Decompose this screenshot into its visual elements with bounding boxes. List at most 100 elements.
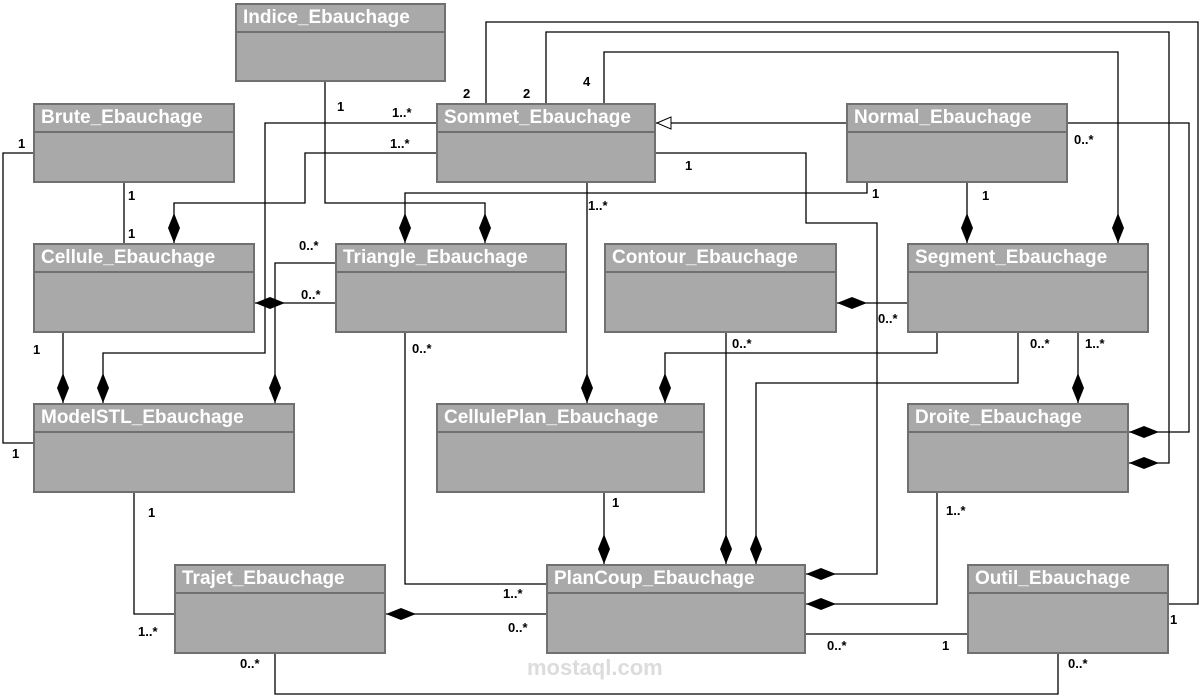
multiplicity-label: 1	[337, 99, 345, 114]
class-name: ModelSTL_Ebauchage	[35, 405, 293, 433]
multiplicity-label: 1	[1170, 612, 1178, 627]
composition-diamond-icon	[720, 534, 732, 564]
multiplicity-label: 1..*	[946, 503, 966, 518]
composition-diamond-icon	[1129, 426, 1159, 438]
multiplicity-label: 0..*	[732, 336, 752, 351]
class-triangle[interactable]: Triangle_Ebauchage	[335, 243, 567, 333]
multiplicity-label: 2	[523, 86, 531, 101]
association-line	[603, 51, 1119, 243]
multiplicity-label: 0..*	[1068, 656, 1088, 671]
class-segment[interactable]: Segment_Ebauchage	[907, 243, 1149, 333]
composition-diamond-icon	[97, 373, 109, 403]
association-line	[2, 152, 33, 444]
multiplicity-label: 1	[12, 446, 20, 461]
class-name: Normal_Ebauchage	[848, 105, 1066, 133]
association-line	[755, 333, 1019, 564]
class-name: Cellule_Ebauchage	[35, 245, 253, 273]
multiplicity-label: 1..*	[1085, 336, 1105, 351]
class-droite[interactable]: Droite_Ebauchage	[907, 403, 1129, 493]
multiplicity-label: 4	[583, 74, 591, 89]
composition-diamond-icon	[806, 568, 836, 580]
composition-diamond-icon	[961, 213, 973, 243]
multiplicity-label: 1	[33, 342, 41, 357]
composition-diamond-icon	[1129, 457, 1159, 469]
multiplicity-label: 1	[148, 505, 156, 520]
composition-diamond-icon	[479, 213, 491, 243]
multiplicity-label: 0..*	[1030, 336, 1050, 351]
multiplicity-label: 1	[128, 188, 136, 203]
class-plancoup[interactable]: PlanCoup_Ebauchage	[546, 564, 806, 654]
class-name: PlanCoup_Ebauchage	[548, 566, 804, 594]
association-line	[404, 333, 546, 585]
association-line	[656, 152, 878, 575]
class-normal[interactable]: Normal_Ebauchage	[846, 103, 1068, 183]
multiplicity-label: 1	[685, 158, 693, 173]
composition-diamond-icon	[57, 373, 69, 403]
multiplicity-label: 1..*	[392, 105, 412, 120]
generalization-arrow-icon	[655, 116, 672, 130]
multiplicity-label: 1	[872, 186, 880, 201]
multiplicity-label: 1..*	[503, 586, 523, 601]
composition-diamond-icon	[168, 213, 180, 243]
association-line	[485, 21, 1199, 605]
multiplicity-label: 0..*	[1074, 132, 1094, 147]
class-trajet[interactable]: Trajet_Ebauchage	[174, 564, 386, 654]
class-name: Contour_Ebauchage	[606, 245, 835, 273]
composition-diamond-icon	[581, 373, 593, 403]
composition-diamond-icon	[1112, 213, 1124, 243]
association-line	[806, 493, 938, 605]
class-name: Outil_Ebauchage	[969, 566, 1167, 594]
composition-diamond-icon	[1072, 373, 1084, 403]
watermark: mostaql.com	[527, 655, 663, 680]
class-name: Triangle_Ebauchage	[337, 245, 565, 273]
multiplicity-label: 1..*	[588, 198, 608, 213]
association-line	[404, 183, 868, 243]
class-name: Droite_Ebauchage	[909, 405, 1127, 433]
multiplicity-label: 1	[128, 226, 136, 241]
composition-diamond-icon	[837, 297, 867, 309]
class-cellule[interactable]: Cellule_Ebauchage	[33, 243, 255, 333]
association-line	[274, 262, 335, 403]
composition-diamond-icon	[750, 534, 762, 564]
composition-diamond-icon	[598, 534, 610, 564]
class-name: Trajet_Ebauchage	[176, 566, 384, 594]
class-modelstl[interactable]: ModelSTL_Ebauchage	[33, 403, 295, 493]
class-brute[interactable]: Brute_Ebauchage	[33, 103, 235, 183]
multiplicity-label: 1	[18, 136, 26, 151]
composition-diamond-icon	[806, 598, 836, 610]
composition-diamond-icon	[659, 373, 671, 403]
multiplicity-label: 1	[942, 638, 950, 653]
class-sommet[interactable]: Sommet_Ebauchage	[436, 103, 656, 183]
association-line	[102, 122, 436, 403]
composition-diamond-icon	[399, 213, 411, 243]
multiplicity-label: 0..*	[301, 287, 321, 302]
class-name: Sommet_Ebauchage	[438, 105, 654, 133]
multiplicity-label: 0..*	[827, 638, 847, 653]
association-line	[133, 493, 174, 615]
multiplicity-label: 1..*	[390, 136, 410, 151]
multiplicity-label: 0..*	[412, 341, 432, 356]
composition-diamond-icon	[255, 297, 285, 309]
multiplicity-label: 0..*	[508, 620, 528, 635]
multiplicity-label: 0..*	[878, 311, 898, 326]
composition-diamond-icon	[386, 608, 416, 620]
association-line	[664, 333, 938, 403]
class-celluleplan[interactable]: CellulePlan_Ebauchage	[436, 403, 705, 493]
composition-diamond-icon	[269, 373, 281, 403]
multiplicity-label: 0..*	[299, 238, 319, 253]
class-name: CellulePlan_Ebauchage	[438, 405, 703, 433]
class-outil[interactable]: Outil_Ebauchage	[967, 564, 1169, 654]
multiplicity-label: 1	[982, 188, 990, 203]
class-name: Segment_Ebauchage	[909, 245, 1147, 273]
association-line	[274, 654, 1059, 695]
multiplicity-label: 1..*	[138, 624, 158, 639]
multiplicity-label: 0..*	[240, 656, 260, 671]
multiplicity-label: 2	[463, 86, 471, 101]
class-name: Indice_Ebauchage	[237, 5, 444, 33]
class-contour[interactable]: Contour_Ebauchage	[604, 243, 837, 333]
class-indice[interactable]: Indice_Ebauchage	[235, 3, 446, 82]
class-name: Brute_Ebauchage	[35, 105, 233, 133]
multiplicity-label: 1	[612, 495, 620, 510]
